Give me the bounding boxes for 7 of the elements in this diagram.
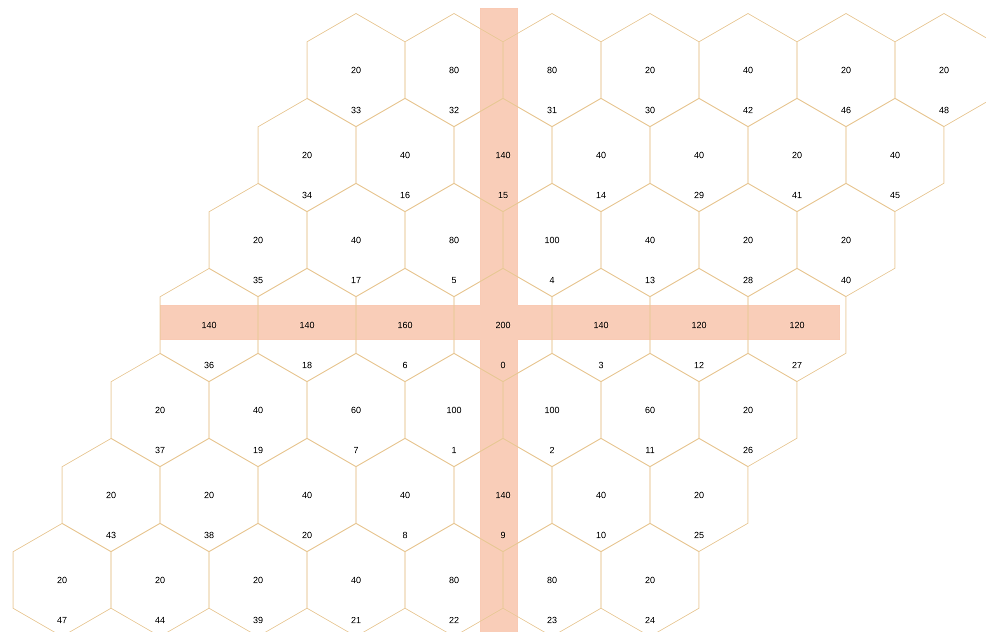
hexagon-cell: 20 30: [600, 13, 700, 127]
hexagon-cell: 20 33: [306, 13, 406, 127]
hexagon-cell: 20 46: [796, 13, 896, 127]
hexagon-cell: 40 42: [698, 13, 798, 127]
hexagon-cell: 80 32: [404, 13, 504, 127]
hexagon-cell: 80 31: [502, 13, 602, 127]
hexagon-cell: 20 48: [894, 13, 986, 127]
